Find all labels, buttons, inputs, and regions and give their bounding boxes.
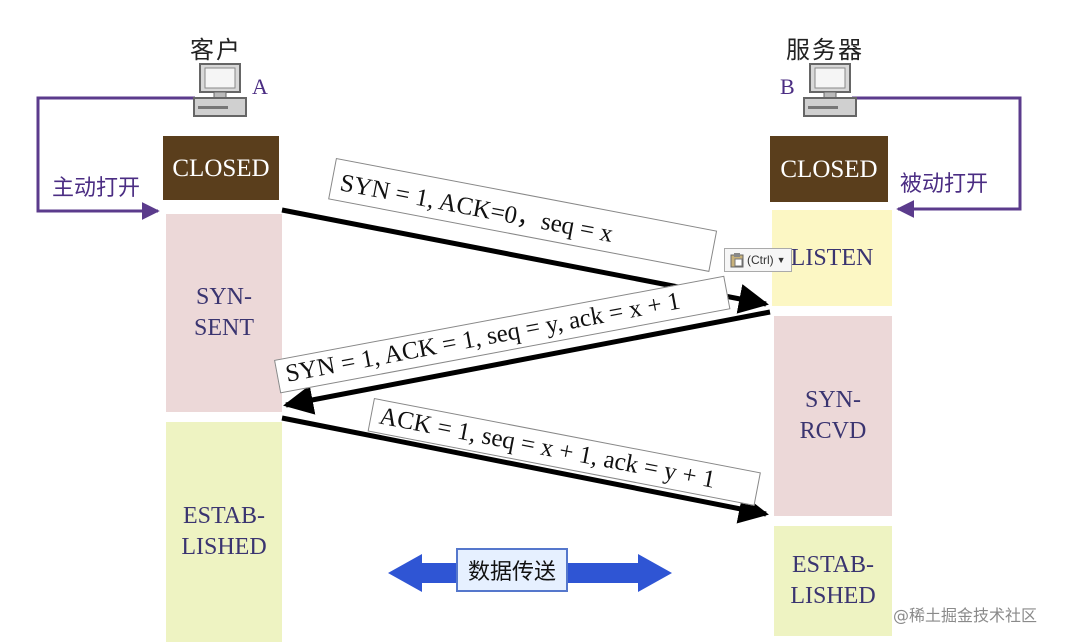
client-open-loop-arrow (36, 96, 195, 220)
client-state-syn-sent: SYN- SENT (166, 214, 282, 412)
client-heading: 客户 (190, 36, 242, 64)
server-state-established: ESTAB- LISHED (774, 526, 892, 636)
server-open-label: 被动打开 (900, 172, 989, 197)
server-host-label: B (780, 74, 795, 99)
ack-arrow (281, 415, 769, 524)
server-heading: 服务器 (786, 36, 864, 64)
client-state-established: ESTAB- LISHED (166, 422, 282, 642)
client-host-label: A (252, 74, 268, 99)
server-computer-icon (803, 63, 857, 117)
dropdown-icon: ▼ (776, 255, 786, 265)
client-computer-icon (193, 63, 247, 117)
client-open-label: 主动打开 (52, 176, 141, 201)
syn-ack-arrow (283, 309, 771, 415)
paste-options-label: (Ctrl) (747, 253, 774, 267)
server-state-closed: CLOSED (770, 136, 888, 202)
paste-options-button[interactable]: (Ctrl) ▼ (724, 248, 792, 272)
server-state-listen: LISTEN (772, 210, 892, 306)
clipboard-icon (730, 253, 744, 268)
client-state-closed: CLOSED (163, 136, 279, 200)
data-transfer-label: 数据传送 (456, 548, 569, 592)
server-state-syn-rcvd: SYN- RCVD (774, 316, 892, 516)
server-open-loop-arrow (852, 96, 1022, 218)
watermark: @稀土掘金技术社区 (893, 606, 1038, 625)
